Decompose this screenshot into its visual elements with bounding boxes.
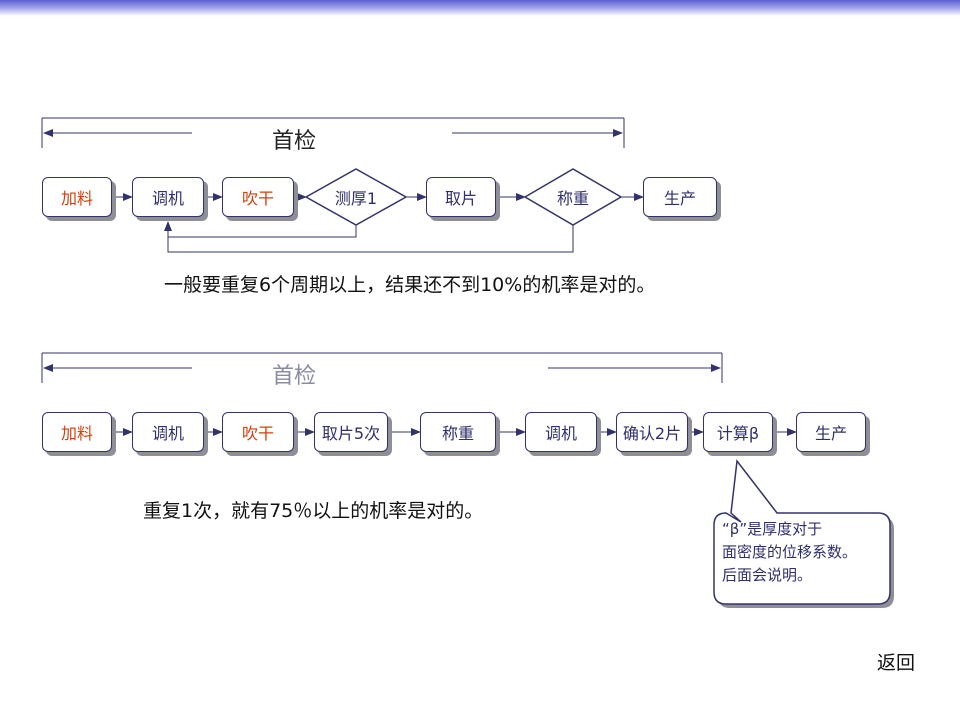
node-adjust-machine-3: 调机 bbox=[525, 412, 597, 452]
decision-diamond-measure bbox=[304, 168, 408, 226]
top-gradient-bar bbox=[0, 0, 960, 16]
node-blow-dry-2: 吹干 bbox=[222, 412, 294, 452]
node-production-2: 生产 bbox=[796, 412, 866, 452]
feedback-loop-1 bbox=[164, 221, 574, 253]
node-adjust-machine-1: 调机 bbox=[132, 177, 204, 217]
node-adjust-machine-2: 调机 bbox=[132, 412, 204, 452]
callout-text: “β”是厚度对于 面密度的位移系数。 后面会说明。 bbox=[722, 518, 890, 587]
note-diagram-2: 重复1次，就有75％以上的机率是对的。 bbox=[143, 500, 484, 522]
node-blow-dry-1: 吹干 bbox=[222, 177, 294, 217]
node-add-material-2: 加料 bbox=[42, 412, 112, 452]
node-add-material-1: 加料 bbox=[42, 177, 112, 217]
node-weigh-1: 称重 bbox=[556, 189, 589, 208]
node-confirm-2-samples: 确认2片 bbox=[616, 412, 688, 452]
check-bracket-2 bbox=[41, 352, 723, 383]
callout-line-1: “β”是厚度对于 bbox=[722, 520, 823, 538]
callout-line-2: 面密度的位移系数。 bbox=[722, 543, 858, 561]
node-weigh-2: 称重 bbox=[420, 412, 496, 452]
node-calculate-beta: 计算β bbox=[703, 412, 773, 452]
back-link[interactable]: 返回 bbox=[877, 652, 916, 674]
check-bracket-1 bbox=[41, 117, 625, 148]
callout-bubble bbox=[713, 459, 894, 608]
decision-diamond-weigh bbox=[523, 168, 623, 226]
node-take-sample-5x: 取片5次 bbox=[314, 412, 388, 452]
note-diagram-1: 一般要重复6个周期以上，结果还不到10%的机率是对的。 bbox=[164, 274, 656, 296]
node-take-sample-1: 取片 bbox=[426, 177, 496, 217]
node-production-1: 生产 bbox=[643, 177, 717, 217]
callout-line-3: 后面会说明。 bbox=[722, 566, 813, 584]
first-check-label-2: 首检 bbox=[272, 364, 317, 389]
node-measure-thickness: 测厚1 bbox=[334, 189, 378, 208]
first-check-label-1: 首检 bbox=[272, 129, 317, 154]
